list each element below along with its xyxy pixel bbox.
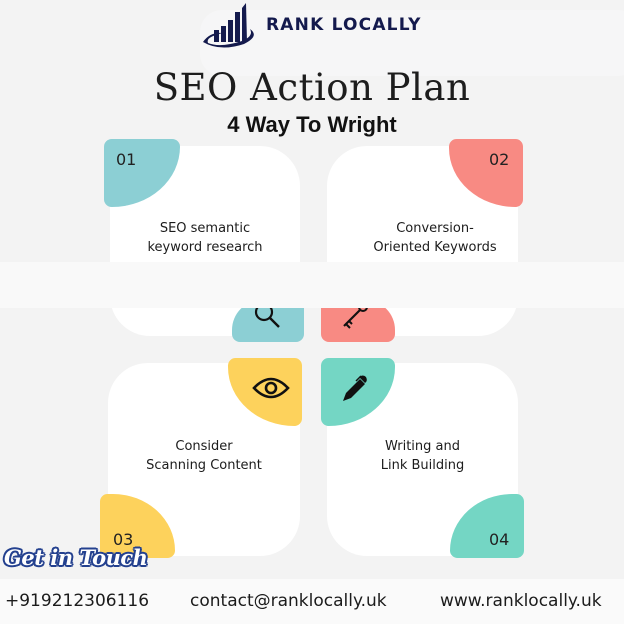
bar-chart-swoosh-icon (203, 3, 254, 48)
step-label-04: Writing and Link Building (380, 439, 465, 473)
page-subtitle: 4 Way To Wright (227, 112, 397, 137)
email-link[interactable]: contact@ranklocally.uk (190, 591, 387, 611)
brand-logo: RANK LOCALLY (200, 2, 422, 48)
step-number-04: 04 (489, 530, 510, 549)
step-number-03: 03 (113, 530, 134, 549)
logo-backdrop (200, 10, 624, 76)
step-number-02: 02 (489, 150, 510, 169)
step-label-01: SEO semantic keyword research (147, 221, 263, 255)
get-in-touch-heading: Get in Touch (4, 545, 148, 570)
contact-footer: +919212306116 contact@ranklocally.uk www… (0, 579, 624, 624)
page-title: SEO Action Plan (153, 66, 471, 109)
brand-name: RANK LOCALLY (266, 15, 422, 35)
phone-number[interactable]: +919212306116 (5, 591, 150, 611)
step-label-03: Consider Scanning Content (146, 439, 262, 473)
overlay-band (0, 262, 624, 308)
step-number-01: 01 (116, 150, 137, 169)
website-link[interactable]: www.ranklocally.uk (440, 591, 602, 611)
step-label-02: Conversion- Oriented Keywords (373, 221, 497, 255)
